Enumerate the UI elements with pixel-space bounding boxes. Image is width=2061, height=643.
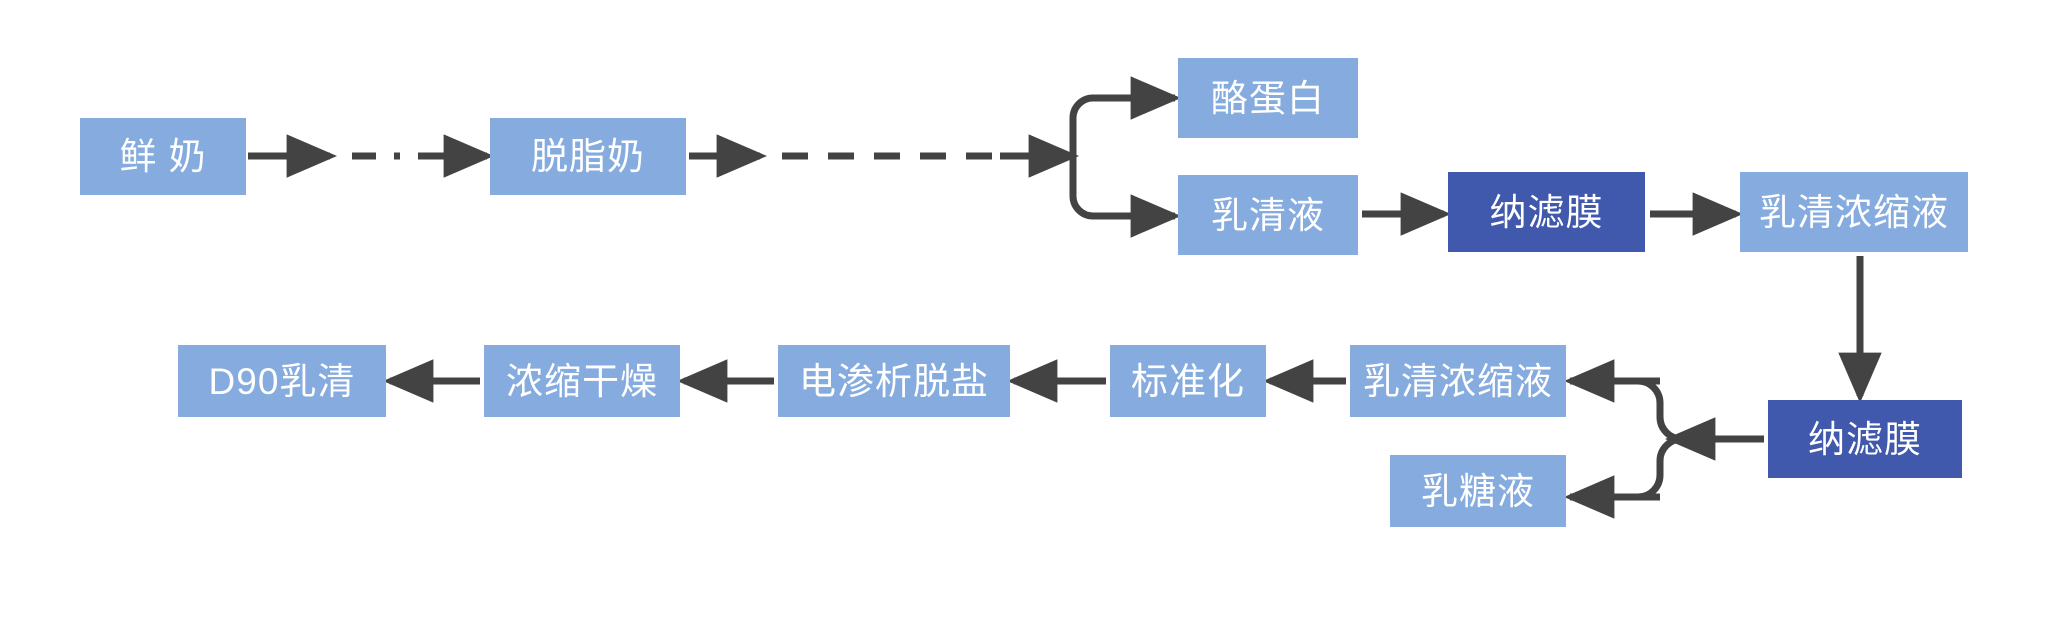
node-concentrate-dry[interactable]: 浓缩干燥 [484,345,680,417]
node-casein[interactable]: 酪蛋白 [1178,58,1358,138]
node-label: 乳清浓缩液 [1759,191,1949,233]
node-whey-concentrate-1[interactable]: 乳清浓缩液 [1740,172,1968,252]
node-label: 电渗析脱盐 [799,360,989,402]
node-nf-membrane-1[interactable]: 纳滤膜 [1448,172,1645,252]
node-label: 浓缩干燥 [506,360,658,402]
node-standardization[interactable]: 标准化 [1110,345,1266,417]
node-label: 鲜 奶 [119,136,207,177]
node-skim-milk[interactable]: 脱脂奶 [490,118,686,195]
node-label: 乳糖液 [1421,470,1535,512]
node-electrodialysis[interactable]: 电渗析脱盐 [778,345,1010,417]
node-label: 乳清液 [1211,194,1325,236]
edge-split-top-bracket [1069,76,1182,238]
node-whey-liquid[interactable]: 乳清液 [1178,175,1358,255]
node-label: 标准化 [1131,360,1245,402]
edge-nf2-split-bracket [1563,359,1764,519]
node-label: 纳滤膜 [1489,191,1604,233]
node-label: 脱脂奶 [531,136,645,177]
node-nf-membrane-2[interactable]: 纳滤膜 [1768,400,1962,478]
node-whey-concentrate-2[interactable]: 乳清浓缩液 [1350,345,1566,417]
node-lactose-liquid[interactable]: 乳糖液 [1390,455,1566,527]
node-label: 酪蛋白 [1211,77,1325,119]
node-label: D90乳清 [208,360,356,402]
node-label: 纳滤膜 [1808,418,1922,460]
node-fresh-milk[interactable]: 鲜 奶 [80,118,246,195]
node-label: 乳清浓缩液 [1363,360,1553,402]
node-d90-whey[interactable]: D90乳清 [178,345,386,417]
